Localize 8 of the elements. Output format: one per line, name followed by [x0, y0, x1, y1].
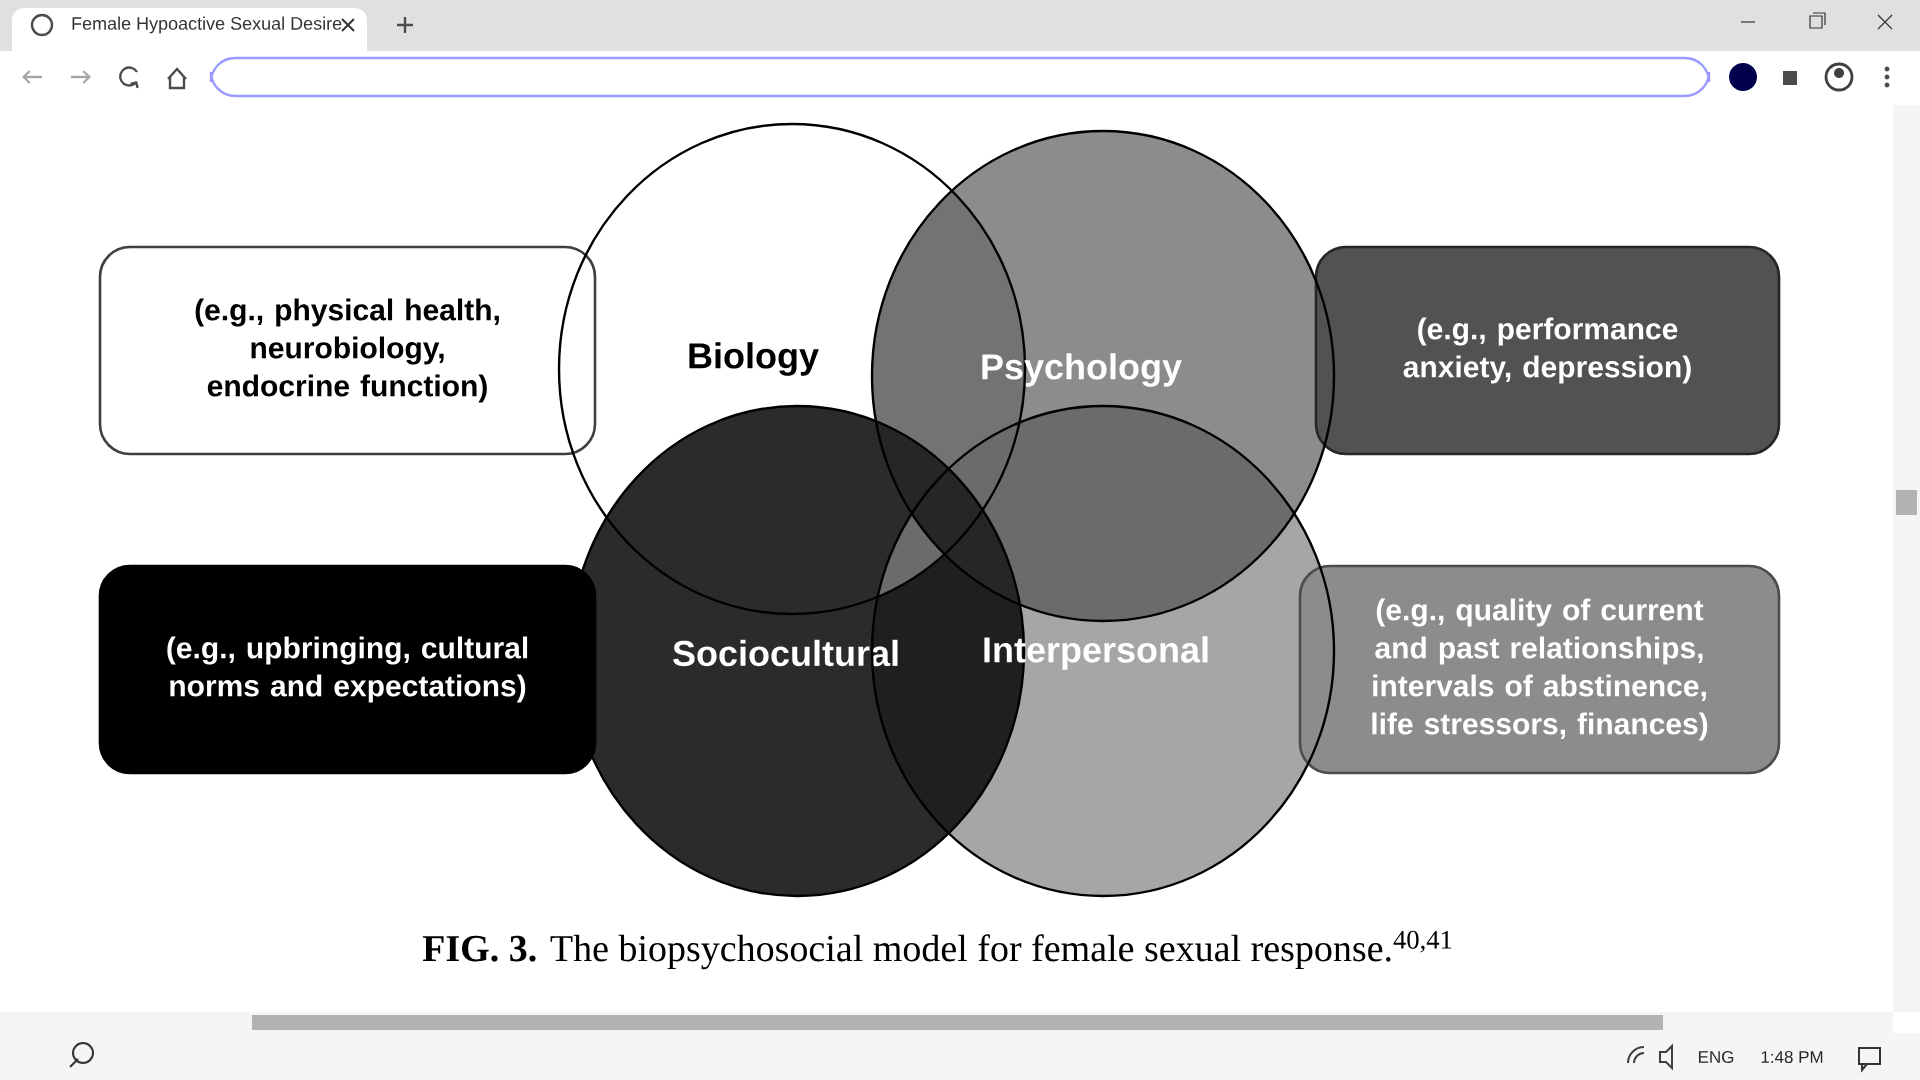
figure-caption: FIG. 3. The biopsychosocial model for female sexual response.$^{40,41}$ [422, 930, 1452, 970]
example-box: (e.g., quality of current and past relationships, intervals of abstinence, life stressors, finances) [1298, 564, 1781, 775]
tab-title: Female Hypoactive Sexual Desire [72, 16, 342, 34]
clock-text: 1:48 PM [1761, 1051, 1823, 1063]
language-indicator: ENG [1699, 1051, 1734, 1063]
example-box: (e.g., performance anxiety, depression) [1314, 245, 1781, 456]
example-box: (e.g., upbringing, cultural norms and expectations) [98, 564, 597, 775]
example-box: (e.g., physical health, neurobiology, endocrine function) [98, 245, 597, 456]
